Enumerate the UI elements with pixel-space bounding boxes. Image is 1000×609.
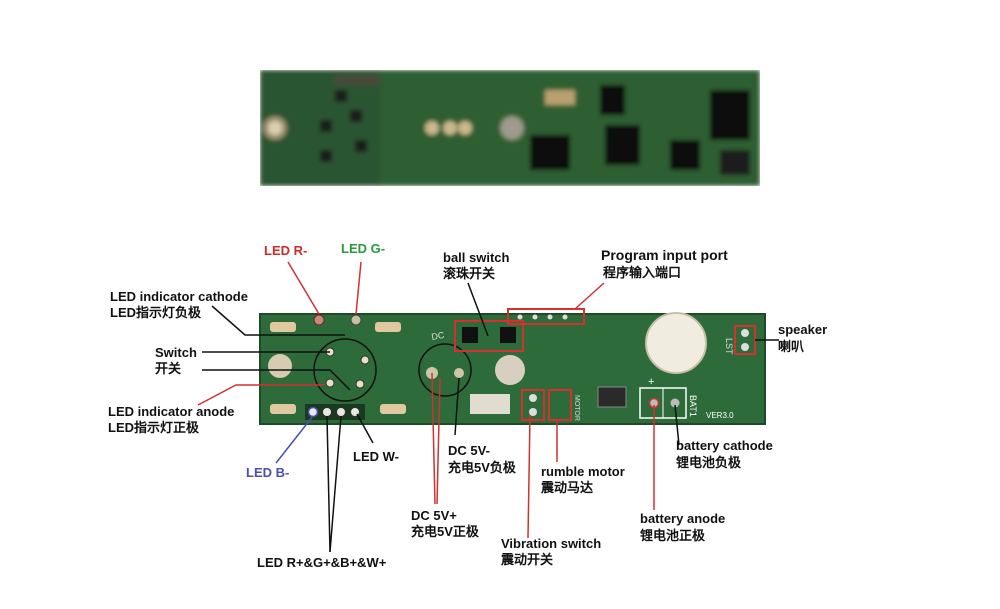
pcb-back-photo: [260, 70, 760, 186]
led-r-pad: [313, 314, 325, 326]
label-vibration-switch: Vibration switch: [501, 536, 602, 551]
label-battery-anode: battery anode: [640, 511, 726, 526]
label-rumble-motor-cn: 震动马达: [541, 480, 594, 495]
label-led-w-minus: LED W-: [353, 449, 399, 464]
leader-switch-b: [202, 369, 351, 391]
label-dc-5v-minus: DC 5V-: [448, 443, 490, 458]
label-switch-cn: 开关: [155, 361, 182, 376]
label-speaker-cn: 喇叭: [778, 339, 805, 354]
dc-jack-ring: [418, 343, 472, 397]
board-motor-label: MOTOR: [573, 395, 580, 421]
board-dc-label: DC: [431, 330, 446, 342]
battery-cathode-pad: [670, 398, 680, 408]
led-indicator-cathode-pad: [268, 354, 292, 378]
board-bat1-label: BAT1: [688, 395, 698, 417]
leader-vibration-switch: [527, 414, 531, 539]
board-lst-label: LST: [724, 338, 734, 355]
leader-led-r: [287, 261, 320, 315]
label-led-ind-cathode: LED indicator cathode: [110, 289, 248, 304]
led-pads-left: [270, 322, 406, 414]
leader-led-cathode: [211, 305, 345, 336]
leader-led-anode: [197, 384, 324, 406]
vibration-switch-box: [521, 389, 545, 421]
leader-dc-plus-a: [431, 372, 436, 505]
label-led-rgbw-plus: LED R+&G+&B+&W+: [257, 555, 387, 570]
leader-battery-cathode: [674, 404, 680, 446]
board-plus-label: +: [648, 376, 654, 388]
program-port-box: [507, 308, 585, 325]
leader-led-b: [275, 415, 314, 464]
label-speaker: speaker: [778, 322, 828, 337]
label-ball-switch: ball switch: [443, 250, 510, 265]
led-b-pad: [307, 406, 319, 418]
label-led-ind-cathode-cn: LED指示灯负极: [110, 305, 202, 320]
board-ver-label: VER3.0: [706, 411, 734, 420]
label-led-r-minus: LED R-: [264, 243, 308, 258]
label-led-b-minus: LED B-: [246, 465, 290, 480]
buzzer-top: [495, 355, 525, 385]
rumble-motor-box: [548, 389, 572, 421]
leader-dc-plus-b: [436, 377, 441, 505]
label-dc-5v-minus-cn: 充电5V负极: [448, 460, 516, 475]
label-dc-5v-plus-cn: 充电5V正极: [411, 524, 479, 539]
label-vibration-switch-cn: 震动开关: [501, 552, 554, 567]
label-led-ind-anode: LED indicator anode: [108, 404, 235, 419]
label-program-port-cn: 程序输入端口: [603, 265, 682, 280]
speaker-disc: [645, 312, 707, 374]
label-ball-switch-cn: 滚珠开关: [443, 266, 496, 281]
label-program-port: Program input port: [601, 247, 728, 263]
led-g-pad: [350, 314, 362, 326]
leader-led-rgbw-a: [326, 415, 331, 553]
leader-led-rgbw-b: [329, 415, 342, 553]
leader-dc-minus: [454, 377, 460, 436]
label-dc-5v-plus: DC 5V+: [411, 508, 457, 523]
leader-led-w: [356, 413, 374, 444]
leader-ball-switch: [467, 282, 489, 337]
ball-switch-box: [454, 320, 524, 352]
leader-led-g: [355, 261, 362, 315]
label-battery-cathode-cn: 锂电池负极: [676, 455, 742, 470]
label-switch: Switch: [155, 345, 197, 360]
label-led-ind-anode-cn: LED指示灯正极: [108, 420, 200, 435]
leader-program-port: [574, 282, 605, 310]
label-battery-anode-cn: 锂电池正极: [640, 528, 706, 543]
label-led-g-minus: LED G-: [341, 241, 386, 256]
label-battery-cathode: battery cathode: [676, 438, 773, 453]
label-rumble-motor: rumble motor: [541, 464, 625, 479]
